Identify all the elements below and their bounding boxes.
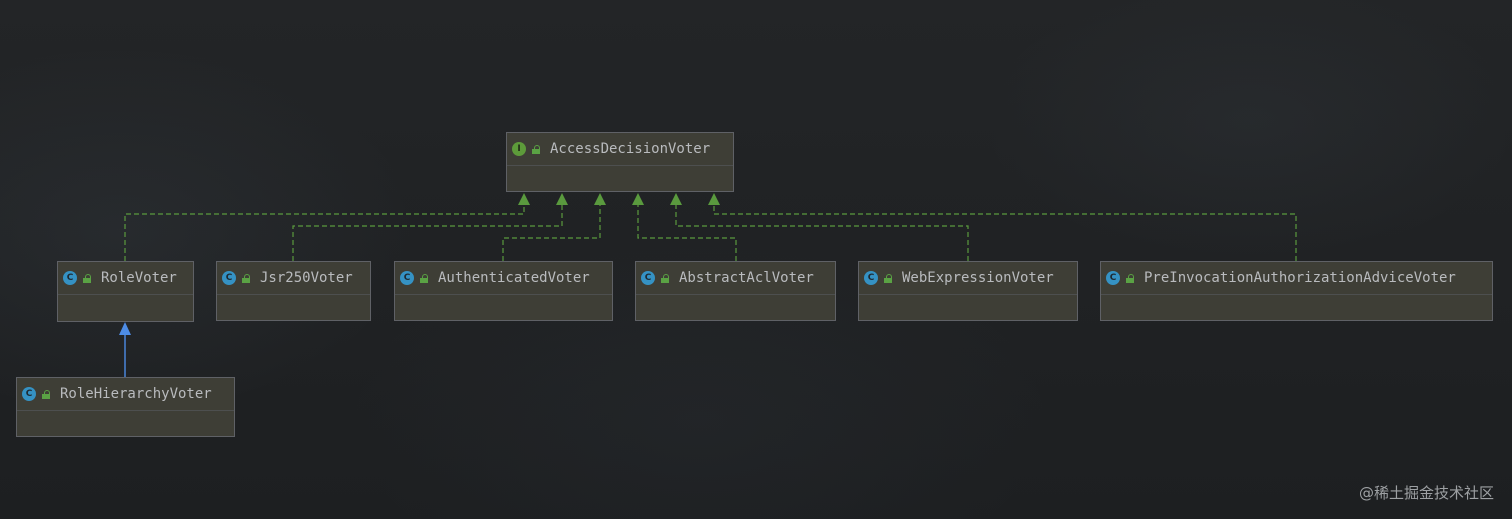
class-icon: C (1106, 271, 1120, 285)
node-rolevoter[interactable]: C RoleVoter (57, 261, 194, 322)
lock-icon (1125, 273, 1135, 283)
node-accessdecisionvoter[interactable]: I AccessDecisionVoter (506, 132, 734, 192)
lock-icon (241, 273, 251, 283)
node-preinvocationauthorizationadvicevoter[interactable]: C PreInvocationAuthorizationAdviceVoter (1100, 261, 1493, 321)
node-rolehierarchyvoter[interactable]: C RoleHierarchyVoter (16, 377, 235, 437)
arrowhead-4 (632, 193, 644, 205)
arrowhead-6 (708, 193, 720, 205)
node-label: RoleVoter (101, 270, 177, 286)
node-label: AbstractAclVoter (679, 270, 814, 286)
class-icon: C (641, 271, 655, 285)
lock-icon (82, 273, 92, 283)
arrowhead-2 (556, 193, 568, 205)
watermark: @稀土掘金技术社区 (1358, 484, 1494, 502)
node-jsr250voter[interactable]: C Jsr250Voter (216, 261, 371, 321)
node-label: WebExpressionVoter (902, 270, 1054, 286)
lock-icon (883, 273, 893, 283)
node-label: AccessDecisionVoter (550, 141, 711, 157)
lock-icon (419, 273, 429, 283)
edge-webexpressionvoter-implements (675, 204, 969, 261)
class-icon: C (864, 271, 878, 285)
node-label: RoleHierarchyVoter (60, 386, 212, 402)
node-label: AuthenticatedVoter (438, 270, 590, 286)
node-label: Jsr250Voter (260, 270, 353, 286)
edge-rolevoter-implements (124, 204, 525, 261)
class-icon: C (63, 271, 77, 285)
edge-preinvocation-implements (713, 204, 1297, 261)
class-icon: C (22, 387, 36, 401)
class-icon: C (222, 271, 236, 285)
class-icon: C (400, 271, 414, 285)
edge-abstractaclvoter-implements (637, 204, 737, 261)
arrowhead-extends (119, 322, 131, 335)
interface-icon: I (512, 142, 526, 156)
node-label: PreInvocationAuthorizationAdviceVoter (1144, 270, 1456, 286)
node-authenticatedvoter[interactable]: C AuthenticatedVoter (394, 261, 613, 321)
lock-icon (41, 389, 51, 399)
node-webexpressionvoter[interactable]: C WebExpressionVoter (858, 261, 1078, 321)
lock-icon (531, 144, 541, 154)
arrowhead-1 (518, 193, 530, 205)
arrowhead-5 (670, 193, 682, 205)
arrowhead-3 (594, 193, 606, 205)
lock-icon (660, 273, 670, 283)
node-abstractaclvoter[interactable]: C AbstractAclVoter (635, 261, 836, 321)
edge-authenticatedvoter-implements (502, 204, 601, 261)
edge-jsr250voter-implements (292, 204, 563, 261)
